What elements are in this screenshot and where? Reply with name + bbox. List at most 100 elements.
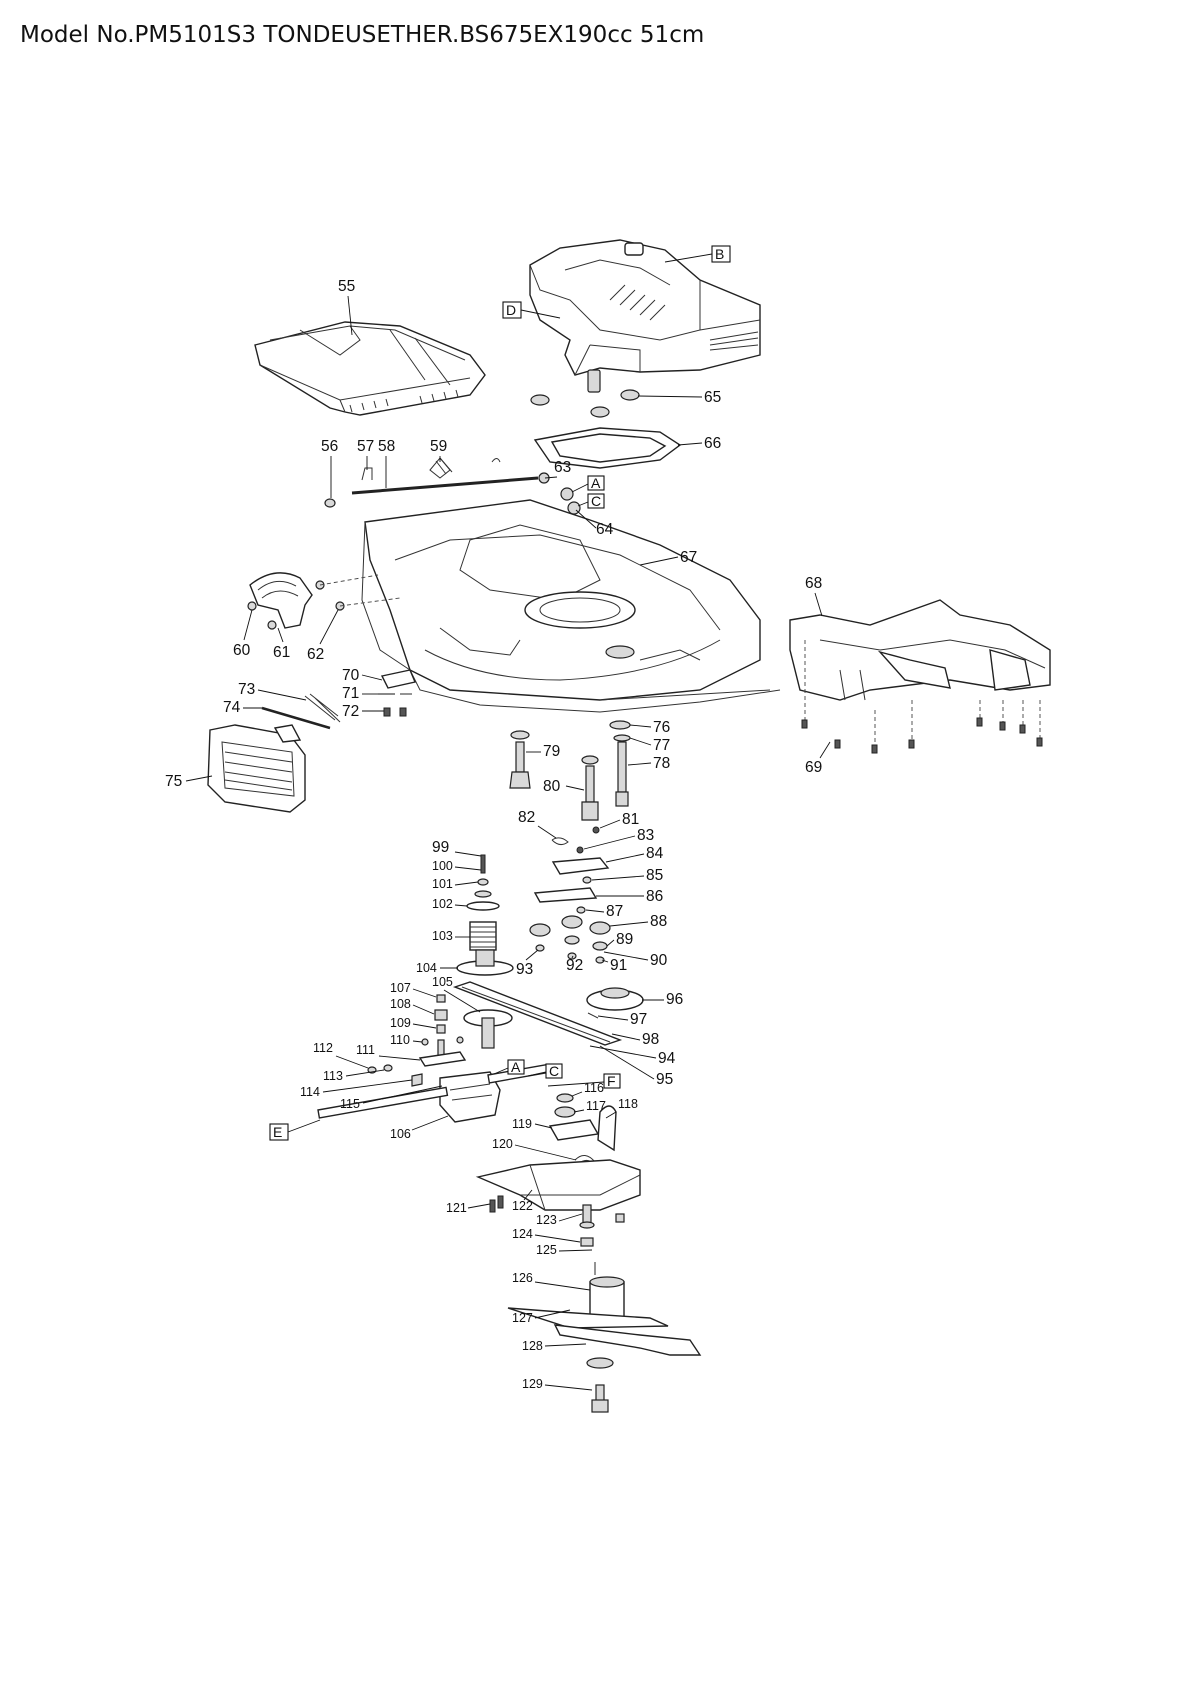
engine-drawing: [529, 239, 761, 393]
callout-127-text: 127: [512, 1311, 533, 1325]
callout-95: 95: [599, 1045, 673, 1088]
callout-129-text: 129: [522, 1377, 543, 1391]
letter-box-f-text: F: [607, 1073, 616, 1089]
letter-box-f: F: [547, 1073, 621, 1089]
callout-121-text: 121: [446, 1201, 467, 1215]
callout-96: 96: [642, 991, 683, 1008]
blade-drawing: [507, 1276, 702, 1413]
callout-68-text: 68: [805, 575, 822, 592]
callout-71-text: 71: [342, 685, 359, 702]
rear-flap-drawing: [789, 599, 1051, 701]
letter-box-e-text: E: [273, 1124, 282, 1140]
callout-105: 105: [432, 975, 481, 1013]
callout-101-text: 101: [432, 877, 453, 891]
callout-86-text: 86: [646, 888, 663, 905]
letter-box-c-lower: C: [527, 1063, 563, 1079]
callout-117-text: 117: [586, 1099, 606, 1113]
callout-106-text: 106: [390, 1127, 411, 1141]
callout-126: 126: [512, 1271, 591, 1291]
callout-79: 79: [526, 743, 560, 760]
callout-107: 107: [390, 981, 437, 998]
callout-56-text: 56: [321, 438, 338, 455]
letter-box-d-text: D: [506, 302, 516, 318]
callout-85: 85: [591, 867, 663, 884]
callout-114-text: 114: [300, 1085, 320, 1099]
callout-89-text: 89: [616, 931, 633, 948]
callout-73: 73: [238, 681, 307, 701]
callout-64-text: 64: [596, 521, 614, 538]
letter-box-c-upper: C: [577, 493, 605, 509]
callout-112-text: 112: [313, 1041, 333, 1055]
callout-100: 100: [432, 859, 482, 873]
letter-box-d: D: [502, 301, 561, 319]
callout-109-text: 109: [390, 1016, 411, 1030]
callout-115: 115: [340, 1085, 443, 1111]
callout-69-text: 69: [805, 759, 822, 776]
callout-104-text: 104: [416, 961, 437, 975]
drive-assembly-parts-drawing: [452, 826, 644, 1046]
callout-59: 59: [430, 438, 447, 462]
discharge-flap-drawing: [207, 724, 306, 813]
callout-60-text: 60: [233, 642, 251, 659]
callout-65: 65: [637, 389, 721, 406]
callout-59-text: 59: [430, 438, 447, 455]
callout-119-text: 119: [512, 1117, 532, 1131]
callout-111-text: 111: [356, 1043, 375, 1057]
callout-125: 125: [536, 1243, 593, 1257]
callout-102-text: 102: [432, 897, 453, 911]
callout-61-text: 61: [273, 644, 290, 661]
callout-69: 69: [805, 741, 831, 776]
callout-96-text: 96: [666, 991, 683, 1008]
callout-99-text: 99: [432, 839, 449, 856]
letter-box-c-lower-text: C: [549, 1063, 559, 1079]
callout-88: 88: [609, 913, 667, 930]
callout-80: 80: [543, 778, 585, 795]
callout-77-text: 77: [653, 737, 670, 754]
callout-57-text: 57: [357, 438, 374, 455]
callout-58-text: 58: [378, 438, 395, 455]
callout-103: 103: [432, 929, 470, 943]
callout-115-text: 115: [340, 1097, 360, 1111]
callout-90: 90: [603, 951, 668, 969]
callout-110-text: 110: [390, 1033, 410, 1047]
callout-75: 75: [165, 773, 213, 790]
callout-91: 91: [601, 957, 627, 974]
callout-76-text: 76: [653, 719, 670, 736]
callout-91-text: 91: [610, 957, 627, 974]
callout-80-text: 80: [543, 778, 561, 795]
callout-90-text: 90: [650, 952, 668, 969]
callout-123: 123: [536, 1213, 583, 1227]
callout-74-text: 74: [223, 699, 241, 716]
letter-box-a-upper: A: [571, 475, 605, 493]
callout-116: 116: [571, 1081, 604, 1097]
callout-100-text: 100: [432, 859, 453, 873]
callout-113: 113: [323, 1069, 385, 1083]
callout-113-text: 113: [323, 1069, 343, 1083]
callout-97: 97: [597, 1011, 647, 1028]
callout-98-text: 98: [642, 1031, 659, 1048]
callout-77: 77: [629, 737, 670, 754]
callout-62-text: 62: [307, 646, 324, 663]
callout-55-text: 55: [338, 278, 355, 295]
callout-67: 67: [639, 549, 697, 566]
letter-box-b: B: [664, 245, 731, 263]
callout-104: 104: [416, 961, 458, 975]
callout-83-text: 83: [637, 827, 654, 844]
grass-flap-parts-drawing: [261, 669, 416, 730]
callout-67-text: 67: [680, 549, 697, 566]
callout-123-text: 123: [536, 1213, 557, 1227]
mower-deck-drawing: [361, 499, 781, 713]
callout-89: 89: [606, 931, 633, 948]
callout-92: 92: [566, 955, 583, 974]
callout-72-text: 72: [342, 703, 359, 720]
callout-94-text: 94: [658, 1050, 676, 1067]
callout-101: 101: [432, 877, 479, 891]
wheel-bolts-drawing: [509, 720, 631, 821]
callout-93: 93: [516, 949, 539, 978]
callout-86: 86: [596, 888, 663, 905]
callout-75-text: 75: [165, 773, 182, 790]
letter-box-a-upper-text: A: [591, 475, 601, 491]
engine-nuts-drawing: [530, 389, 640, 418]
callout-63: 63: [544, 459, 571, 479]
